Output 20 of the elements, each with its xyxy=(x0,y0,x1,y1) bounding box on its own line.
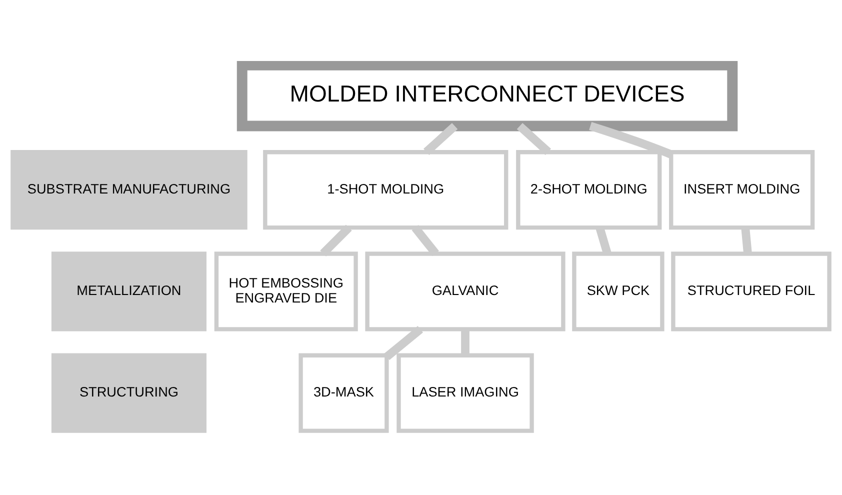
connector xyxy=(320,224,352,256)
node-box: 2-SHOT MOLDING xyxy=(516,150,662,230)
node-box: SKW PCK xyxy=(572,251,664,331)
node-box: INSERT MOLDING xyxy=(669,150,815,230)
node-box: GALVANIC xyxy=(365,251,566,331)
node-box: HOT EMBOSSING ENGRAVED DIE xyxy=(214,251,358,331)
connector xyxy=(412,224,439,256)
connector xyxy=(741,226,752,254)
node-box: SUBSTRATE MANUFACTURING xyxy=(10,150,248,230)
node-box: 1-SHOT MOLDING xyxy=(263,150,508,230)
node-box: STRUCTURED FOIL xyxy=(671,251,832,331)
node-box: LASER IMAGING xyxy=(396,352,534,432)
connector xyxy=(384,326,424,360)
node-box: MOLDED INTERCONNECT DEVICES xyxy=(236,60,738,131)
connector xyxy=(589,121,672,158)
node-box: 3D-MASK xyxy=(298,352,389,432)
connector xyxy=(461,328,470,355)
node-box: METALLIZATION xyxy=(51,251,206,331)
node-box: STRUCTURING xyxy=(51,352,206,432)
connector xyxy=(424,122,458,154)
